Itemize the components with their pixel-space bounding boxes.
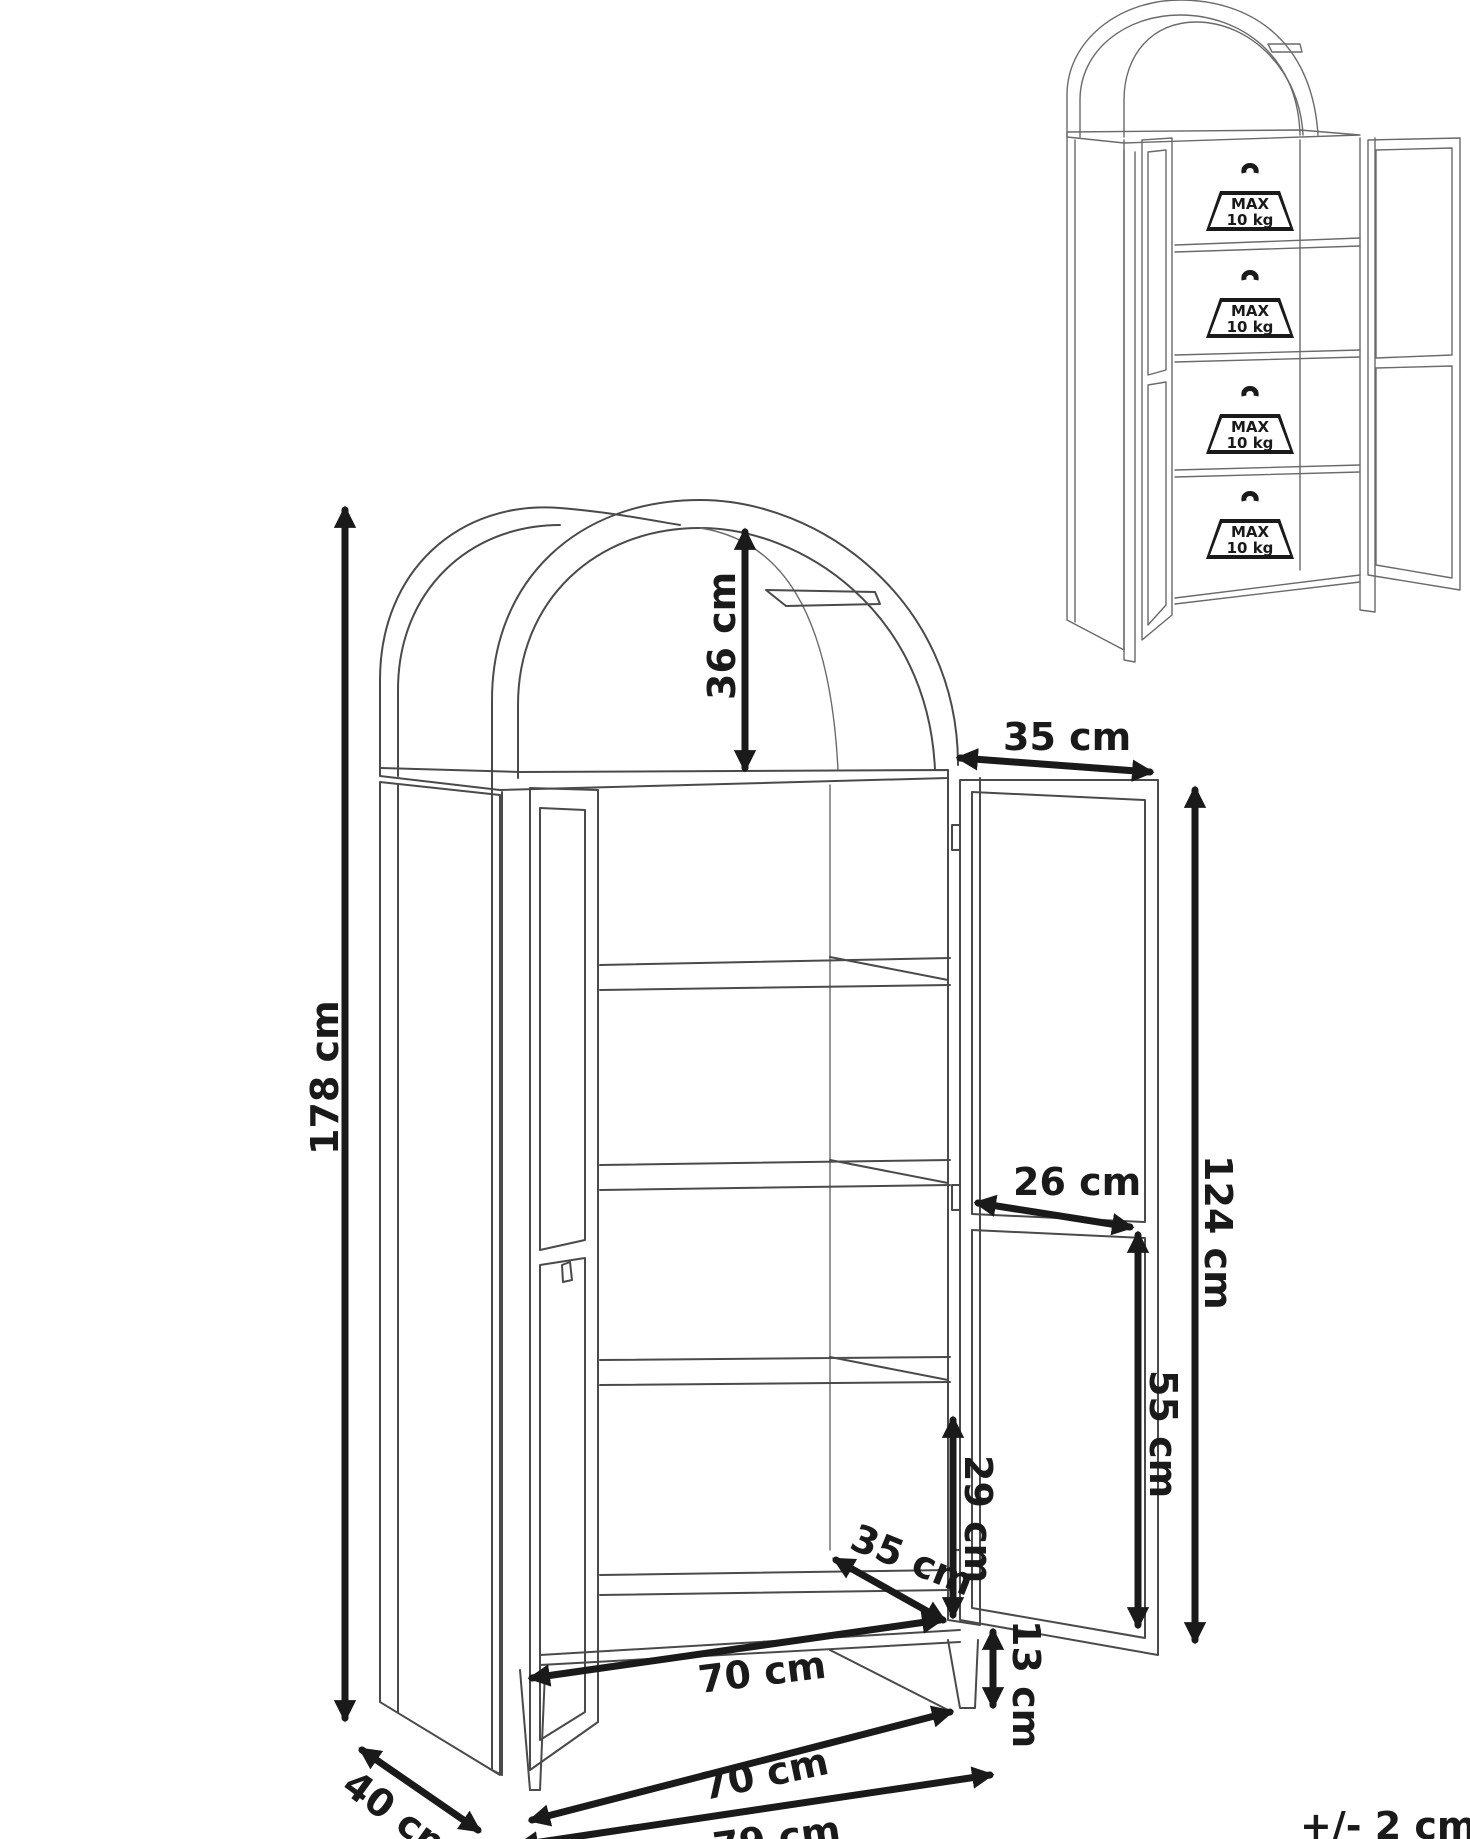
weight-icon <box>1241 270 1259 281</box>
dim-label-door-width: 26 cm <box>1013 1160 1141 1204</box>
dim-label-total-height: 178 cm <box>303 1000 347 1155</box>
weight-label-value: 10 kg <box>1227 211 1274 229</box>
dim-line-inner-width <box>527 1611 945 1687</box>
dim-line-door-width <box>973 1194 1135 1236</box>
weight-label-max: MAX <box>1231 418 1270 436</box>
dim-label-leg-height: 13 cm <box>1004 1620 1048 1748</box>
weight-label-max: MAX <box>1231 523 1270 541</box>
main-cabinet-drawing <box>379 499 1159 1791</box>
weight-label-value: 10 kg <box>1227 318 1274 336</box>
tolerance-note: +/- 2 cm <box>1300 1804 1470 1839</box>
weight-label-max: MAX <box>1231 302 1270 320</box>
dim-label-shelf-gap: 29 cm <box>956 1455 1000 1583</box>
cabinet-arch-back <box>379 506 681 777</box>
dim-line-outer-depth <box>358 1746 482 1834</box>
dimension-lines <box>333 505 1207 1839</box>
weight-badge-4: MAX 10 kg <box>1206 491 1294 559</box>
weight-badge-3: MAX 10 kg <box>1206 386 1294 454</box>
cabinet-front-frame <box>491 789 503 1776</box>
weight-label-value: 10 kg <box>1227 539 1274 557</box>
dim-label-body-height: 124 cm <box>1196 1155 1240 1310</box>
weight-badge-2: MAX 10 kg <box>1206 270 1294 338</box>
weight-icon <box>1241 386 1259 397</box>
dim-line-inner-depth <box>832 1556 947 1624</box>
dimension-labels: 178 cm 36 cm 35 cm 124 cm 26 cm 55 cm 29… <box>303 572 1240 1839</box>
weight-capacity-inset <box>1066 0 1461 663</box>
weight-label-max: MAX <box>1231 195 1270 213</box>
dim-line-outer-width <box>515 1766 995 1839</box>
dim-label-glass-height: 55 cm <box>1141 1370 1185 1498</box>
weight-label-value: 10 kg <box>1227 434 1274 452</box>
cabinet-top-slab <box>379 767 949 791</box>
left-door <box>529 787 599 1771</box>
cabinet-arch-front <box>491 499 959 791</box>
dim-label-arch-height: 36 cm <box>700 572 744 700</box>
dim-label-top-depth: 35 cm <box>1003 715 1131 759</box>
weight-icon <box>1241 163 1259 174</box>
weight-badge-1: MAX 10 kg <box>1206 163 1294 231</box>
weight-icon <box>1241 491 1259 502</box>
dim-line-top-depth <box>955 748 1155 782</box>
